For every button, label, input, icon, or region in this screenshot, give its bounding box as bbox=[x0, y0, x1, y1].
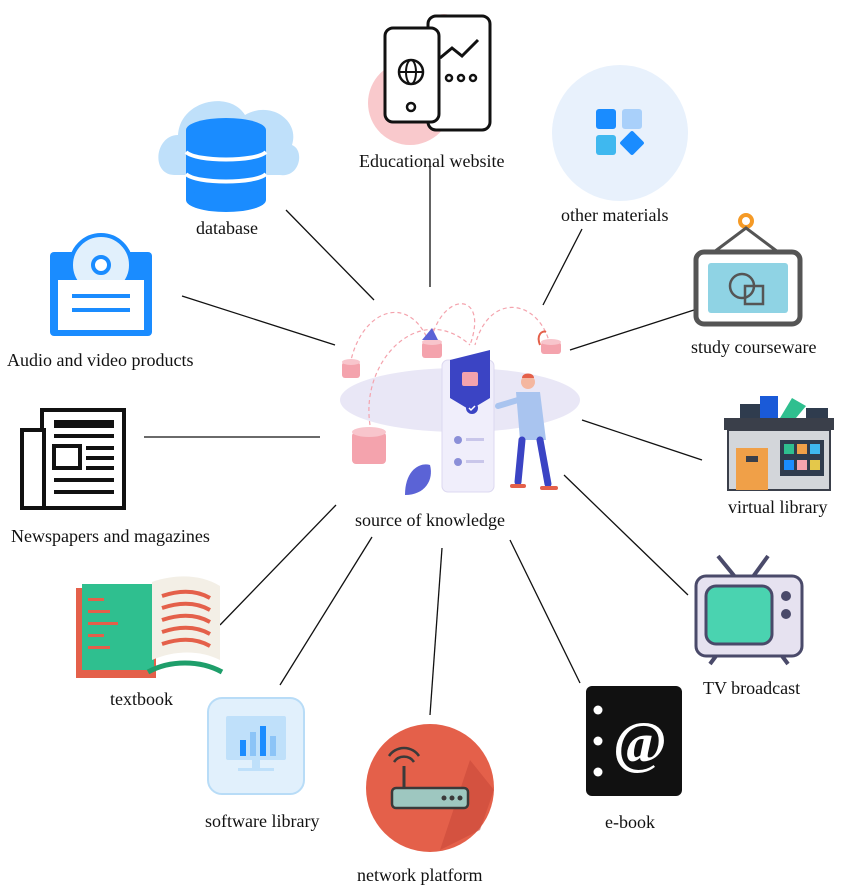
connector-virtual-library bbox=[581, 419, 703, 461]
study-courseware-label: study courseware bbox=[691, 337, 817, 357]
coin-stack-top bbox=[422, 339, 442, 358]
connector-e-book bbox=[509, 539, 581, 684]
connector-other-materials bbox=[542, 228, 583, 306]
television-icon bbox=[694, 554, 804, 666]
other-materials-label: other materials bbox=[561, 205, 669, 225]
newspaper-icon bbox=[20, 408, 126, 510]
connector-database bbox=[285, 209, 375, 301]
leaf-decor bbox=[422, 328, 438, 340]
center-label: source of knowledge bbox=[355, 510, 505, 530]
coin-stack-left bbox=[342, 359, 360, 378]
newspapers-magazines-label: Newspapers and magazines bbox=[11, 526, 210, 546]
at-sign-book-icon: @ bbox=[586, 686, 682, 796]
connector-study-courseware bbox=[569, 309, 695, 351]
e-book-label: e-book bbox=[605, 812, 655, 832]
open-book-icon bbox=[76, 576, 224, 678]
connector-lines bbox=[144, 167, 703, 716]
person-figure bbox=[495, 373, 558, 490]
plant-decor bbox=[405, 464, 431, 495]
database-label: database bbox=[196, 218, 258, 238]
monitor-chart-icon bbox=[207, 697, 305, 795]
knowledge-hub-illustration bbox=[340, 303, 580, 495]
connector-tv-broadcast bbox=[563, 474, 689, 596]
svg-text:@: @ bbox=[613, 710, 667, 775]
educational-website-label: Educational website bbox=[359, 151, 505, 171]
bookshelf-icon bbox=[724, 396, 834, 491]
cloud-database-icon bbox=[158, 101, 300, 212]
cd-player-icon bbox=[50, 233, 152, 336]
connector-textbook bbox=[219, 504, 337, 626]
coin-stack-right bbox=[541, 339, 561, 354]
audio-video-products-label: Audio and video products bbox=[7, 350, 194, 370]
router-icon bbox=[366, 724, 494, 852]
coin-stack-large bbox=[352, 427, 386, 464]
hanging-sign-icon bbox=[693, 213, 803, 327]
network-platform-label: network platform bbox=[357, 865, 483, 885]
connector-network-platform bbox=[429, 547, 443, 716]
textbook-label: textbook bbox=[110, 689, 173, 709]
software-library-label: software library bbox=[205, 811, 320, 831]
virtual-library-label: virtual library bbox=[728, 497, 828, 517]
connector-software-library bbox=[279, 536, 373, 686]
connector-audio-video-products bbox=[181, 295, 336, 346]
phone-globe-icon bbox=[368, 14, 492, 145]
app-grid-icon bbox=[552, 65, 688, 201]
tv-broadcast-label: TV broadcast bbox=[703, 678, 801, 698]
